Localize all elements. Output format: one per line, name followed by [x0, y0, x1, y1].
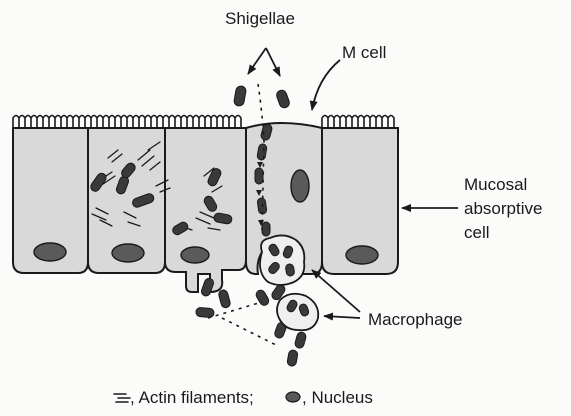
label-mucosal-line2: absorptive [464, 199, 542, 218]
bacterium [233, 85, 246, 106]
bacterium [287, 349, 299, 366]
label-shigellae: Shigellae [225, 9, 295, 28]
epithelial-layer [13, 123, 398, 292]
label-mucosal-line1: Mucosal [464, 175, 527, 194]
bacterium [196, 307, 215, 318]
label-macrophage: Macrophage [368, 310, 463, 329]
label-m-cell: M cell [342, 43, 386, 62]
bacterium [262, 222, 270, 236]
nucleus-legend-icon [286, 392, 300, 402]
nucleus-cell-1 [34, 243, 66, 261]
macrophage-upper [260, 235, 304, 285]
nucleus-cell-2 [112, 244, 144, 262]
macrophage-lower [277, 294, 318, 331]
legend: , Actin filaments; , Nucleus [114, 388, 373, 407]
arrow-m-cell [312, 60, 340, 110]
nucleus-cell-3 [181, 247, 209, 263]
bacterium [294, 331, 307, 349]
bacterium [218, 289, 231, 309]
nucleus-cell-5 [346, 246, 378, 264]
microvilli-segment [13, 116, 241, 129]
microvilli-segment [322, 116, 394, 129]
epithelial-cell-3 [165, 128, 246, 292]
arrow-macrophage-lower [324, 316, 360, 318]
legend-nucleus-text: , Nucleus [302, 388, 373, 407]
arrow-shigellae-left [248, 48, 266, 74]
actin-legend-icon [114, 394, 130, 402]
bacterium [255, 168, 263, 184]
microvilli-brush-border [13, 116, 394, 129]
arrow-macrophage-upper [312, 270, 360, 312]
bacterium [275, 89, 291, 109]
bacterium [200, 277, 215, 297]
label-mucosal-line3: cell [464, 223, 490, 242]
arrow-shigellae-right [266, 48, 280, 76]
legend-actin-text: , Actin filaments; [130, 388, 254, 407]
nucleus-m-cell [291, 170, 309, 202]
